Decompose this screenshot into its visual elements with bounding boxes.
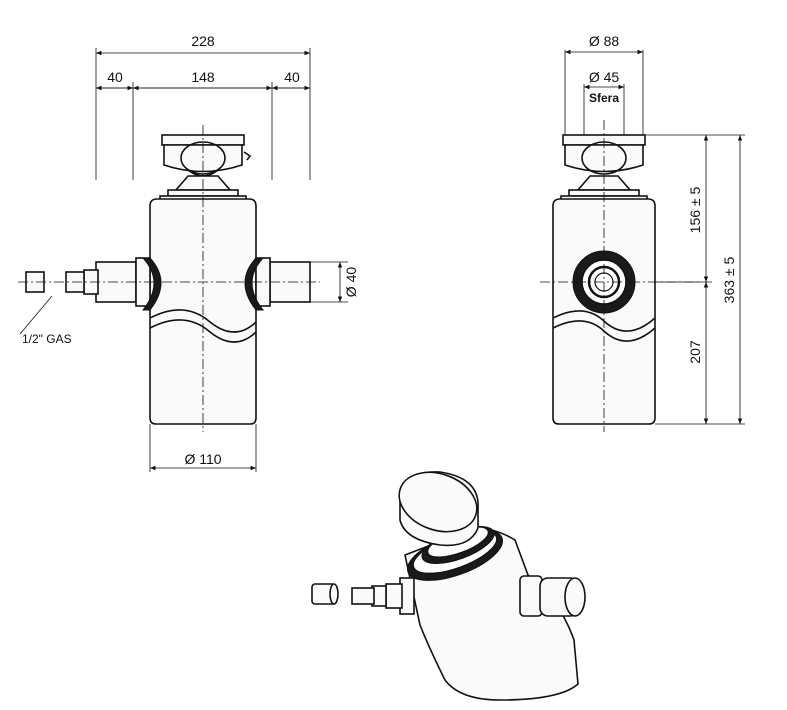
ball-label: Sfera — [589, 91, 619, 105]
dim-body-diameter: Ø 110 — [184, 451, 221, 467]
iso-head-cap — [398, 471, 478, 533]
front-view: 228 40 148 40 1/2" GAS — [18, 33, 359, 472]
dim-middle-width: 148 — [191, 69, 215, 85]
dim-lower-height: 207 — [687, 340, 703, 364]
dim-overall-width: 228 — [191, 33, 215, 49]
dim-total-height: 363 ± 5 — [721, 256, 737, 303]
fitting-label: 1/2" GAS — [22, 332, 72, 346]
side-view: Ø 88 Ø 45 Sfera 156 ± 5 207 — [540, 33, 745, 432]
iso-fitting — [351, 587, 375, 605]
dim-ball-diameter: Ø 45 — [589, 69, 620, 85]
dim-right-offset: 40 — [284, 69, 300, 85]
fitting-leader — [19, 295, 53, 335]
isometric-view — [311, 471, 586, 701]
iso-port-right — [519, 575, 543, 617]
dim-left-offset: 40 — [107, 69, 123, 85]
dim-upper-height: 156 ± 5 — [687, 186, 703, 233]
dim-head-diameter: Ø 88 — [589, 33, 620, 49]
dim-port-diameter: Ø 40 — [343, 267, 359, 298]
